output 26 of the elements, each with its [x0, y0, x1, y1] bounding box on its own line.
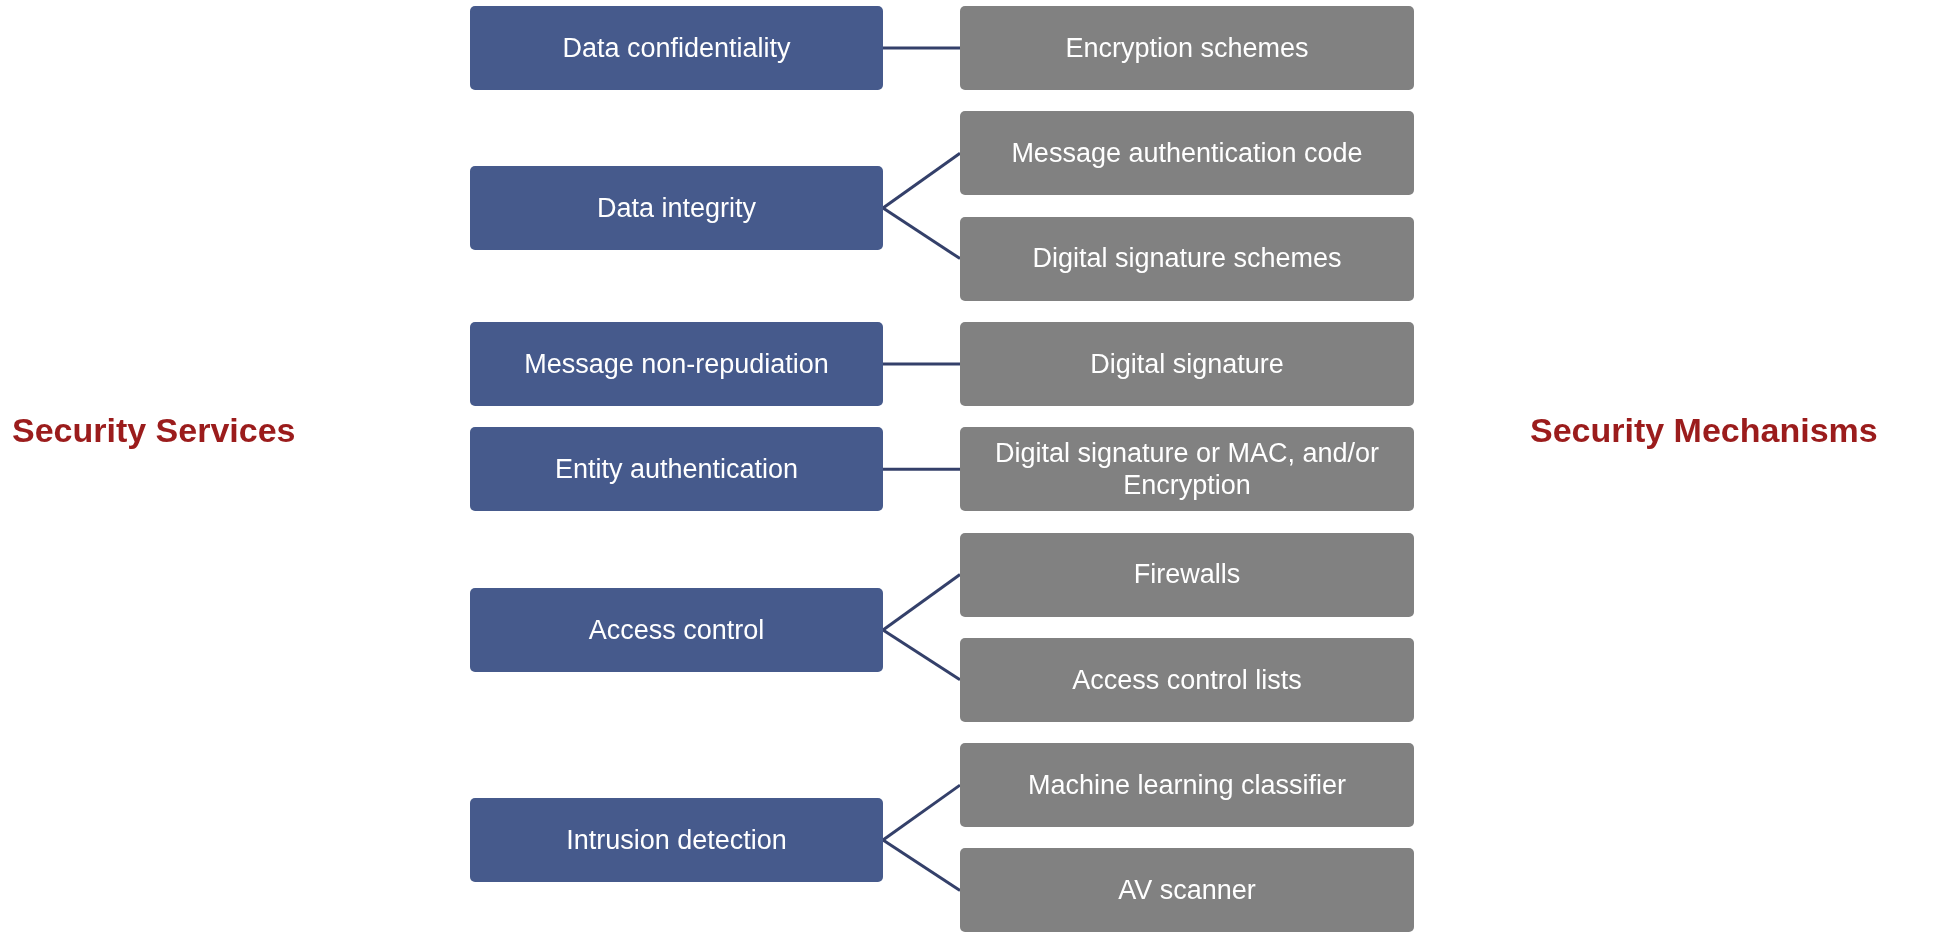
mechanism-box: Message authentication code: [960, 111, 1414, 196]
connector-line: [883, 362, 960, 366]
service-box: Message non-repudiation: [470, 321, 883, 406]
mechanism-box: Digital signature or MAC, and/or Encryption: [960, 427, 1414, 512]
mechanism-box: Machine learning classifier: [960, 743, 1414, 828]
mechanism-box: Digital signature: [960, 321, 1414, 406]
column-heading: Security Services: [12, 410, 296, 450]
service-box: Intrusion detection: [470, 798, 883, 882]
mechanism-box: Firewalls: [960, 532, 1414, 617]
column-heading: Security Mechanisms: [1530, 410, 1878, 450]
connector-line: [883, 467, 960, 471]
service-box: Data confidentiality: [470, 6, 883, 90]
connector-line: [882, 628, 961, 682]
service-box: Data integrity: [470, 166, 883, 250]
mechanism-box: Encryption schemes: [960, 6, 1414, 90]
mechanism-box: AV scanner: [960, 848, 1414, 933]
connector-line: [882, 152, 961, 210]
connector-line: [882, 206, 961, 260]
connector-line: [883, 46, 960, 50]
mechanism-box: Access control lists: [960, 637, 1414, 722]
connector-line: [882, 783, 961, 842]
service-box: Access control: [470, 588, 883, 672]
connector-line: [882, 573, 961, 632]
mechanism-box: Digital signature schemes: [960, 216, 1414, 301]
service-box: Entity authentication: [470, 427, 883, 512]
connector-line: [882, 838, 961, 892]
